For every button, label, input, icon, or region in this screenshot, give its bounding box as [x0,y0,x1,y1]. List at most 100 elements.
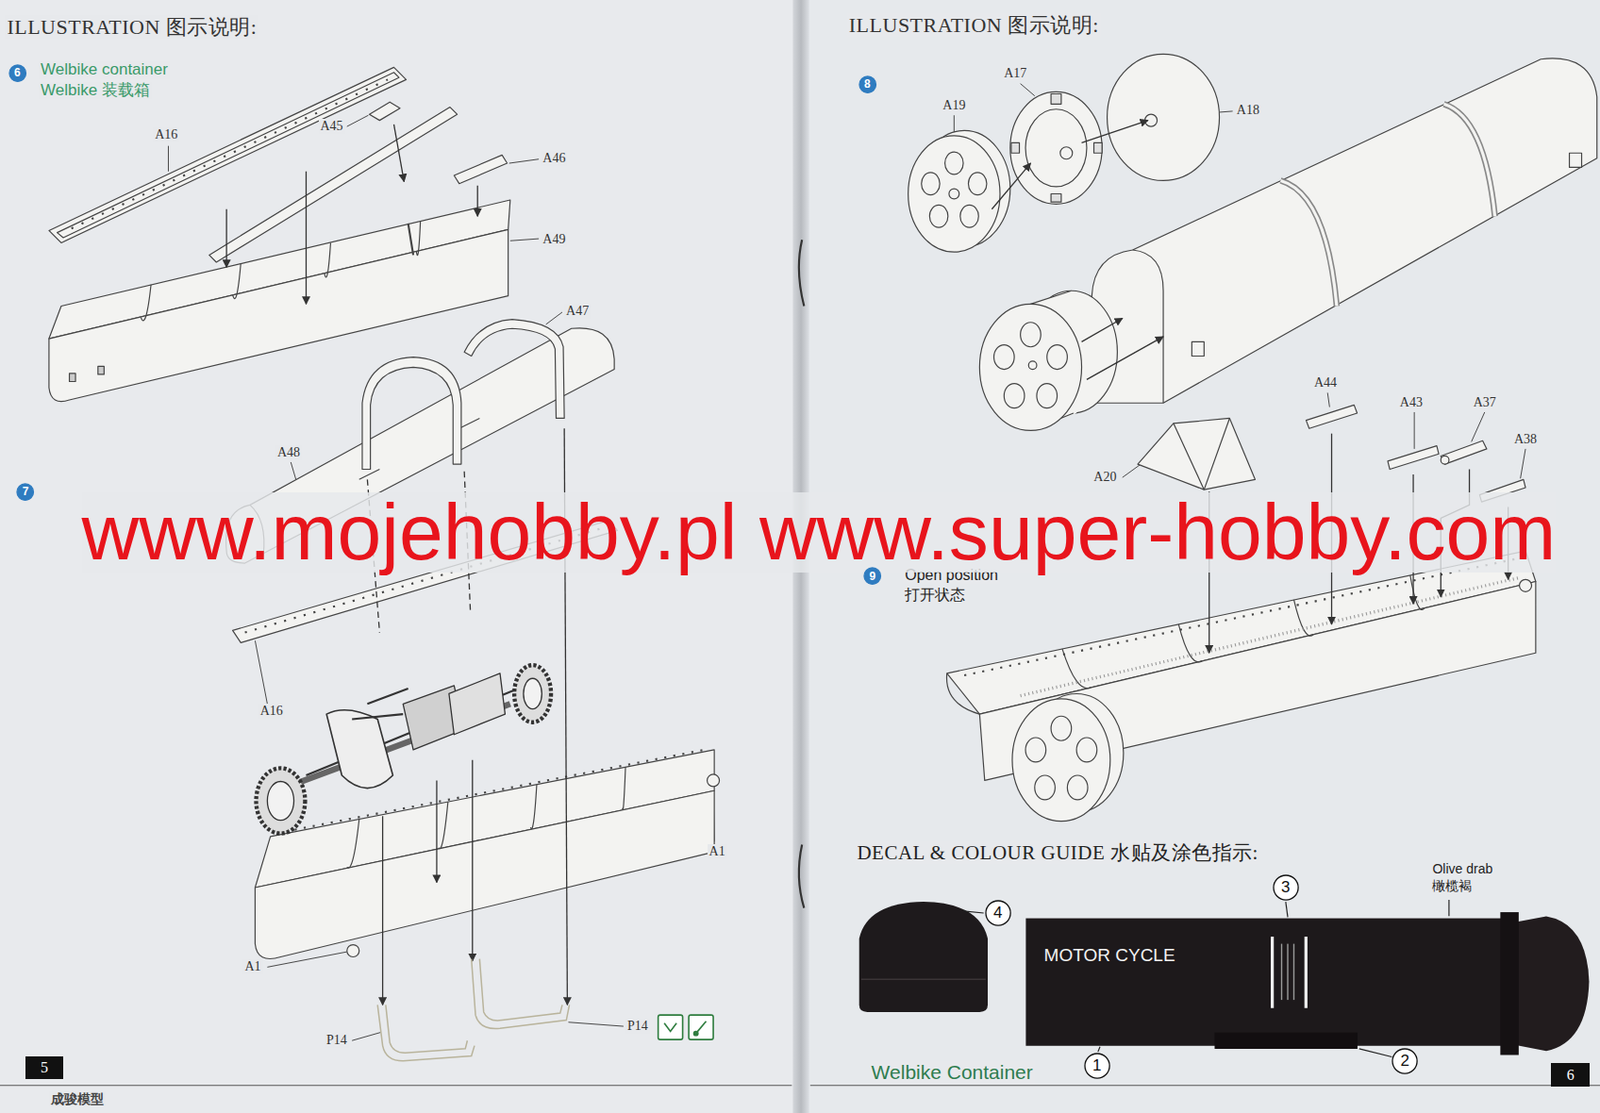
step6-arrows [305,171,307,305]
decal-end-view [859,901,988,1013]
leader-lines [290,462,296,480]
step8-parts [1191,341,1204,356]
step6-arrows [226,124,478,304]
step8-parts [1094,142,1103,153]
step9-parts [1410,575,1425,610]
step6-parts [69,373,76,383]
welbike-figure [514,665,551,723]
decal-end-view [861,979,986,982]
part-number: A19 [940,98,967,114]
step-number: 8 [858,75,878,95]
colour-note: Olive drab [1430,862,1495,877]
step7-parts [254,790,715,959]
step7-parts [347,819,360,869]
step9-parts [1020,577,1521,696]
part-number: A16 [152,127,180,143]
leader-lines [254,640,267,704]
callout-number-text: 1 [1092,1057,1101,1076]
step-note: 打开状态 [902,586,967,604]
publisher-name: 成骏模型 [49,1091,106,1107]
callout-number-text: 3 [1281,879,1290,898]
callout-leaders [1285,901,1288,917]
part-number: P14 [324,1033,350,1049]
guide-heading: DECAL & COLOUR GUIDE 水贴及涂色指示: [854,841,1261,865]
leader-lines [1122,464,1141,478]
step-number: 6 [8,64,28,84]
step-number-text: 6 [14,66,21,80]
step8-parts [921,172,940,196]
step8-parts [1133,250,1164,403]
part-number: A45 [318,118,346,134]
step8-parts [994,345,1016,370]
step8-parts [1030,290,1071,304]
tool-icon [658,1015,714,1040]
part-number: A43 [1398,395,1425,411]
step9-parts [964,559,1516,676]
paper [799,239,804,306]
step8-parts [1003,383,1025,409]
step7-arrows [471,760,473,962]
step8-parts [949,188,960,200]
step-number-circle [9,65,26,82]
step6-parts [416,221,420,256]
callout-leaders [1098,1047,1100,1052]
step-title: Welbike container [38,61,170,80]
step7-parts [347,945,360,958]
callout-number: 2 [1391,1048,1418,1075]
container-body-shape [1025,917,1511,1046]
step6-parts [209,107,458,263]
step9-parts [1076,737,1098,763]
part-number: A48 [275,445,302,461]
callout-number: 4 [984,900,1012,927]
step8-arrows [1086,336,1164,380]
step6-parts [233,263,242,300]
container-body-shape [1500,912,1518,1055]
container-body-shape [1280,943,1282,1000]
paper [0,1084,792,1086]
step7-parts [438,801,449,850]
leader-lines [1414,412,1416,450]
step8-arrows [1082,317,1123,342]
step9-parts [1173,417,1230,490]
welbike-figure [266,781,294,820]
leader-lines [510,238,539,241]
step8-parts [1028,361,1037,370]
step8-parts [908,53,1598,431]
container-body-shape [1292,943,1294,1000]
step9-parts [1012,699,1111,822]
callout-number: 3 [1272,874,1300,901]
step8-parts [1569,152,1583,167]
step9-parts [1025,737,1047,763]
page-number: 6 [1550,1063,1590,1087]
container-body-shape [1303,936,1307,1009]
leader-lines [509,159,539,164]
leader-lines [1219,111,1234,113]
step-number: 9 [863,566,883,586]
welbike-figure [255,767,305,834]
leader-lines [546,312,563,325]
step-title: Welbike 装载箱 [38,82,152,100]
part-number: A37 [1471,395,1499,411]
step6-arrows [225,209,227,268]
step-number-text: 8 [864,78,871,91]
step-number-circle [864,567,881,584]
step6-parts [71,79,388,229]
part-number: A20 [1091,469,1118,485]
step8-parts [960,204,979,228]
etched-bracket [471,959,570,1030]
part-number: A44 [1312,375,1339,391]
step8-parts [1444,103,1496,217]
step-number-circle [859,76,876,93]
leader-lines [351,1033,381,1042]
callout-number-circle [985,900,1011,926]
step8-parts [1047,345,1068,370]
leader-lines [1327,392,1330,407]
step6-parts [408,223,414,256]
step8-parts [1091,58,1597,403]
tool-icon [664,1023,677,1033]
container-body-shape [1214,1033,1357,1050]
step7-parts [464,319,565,419]
step7-parts [530,784,536,830]
step-number-text: 9 [869,570,877,584]
